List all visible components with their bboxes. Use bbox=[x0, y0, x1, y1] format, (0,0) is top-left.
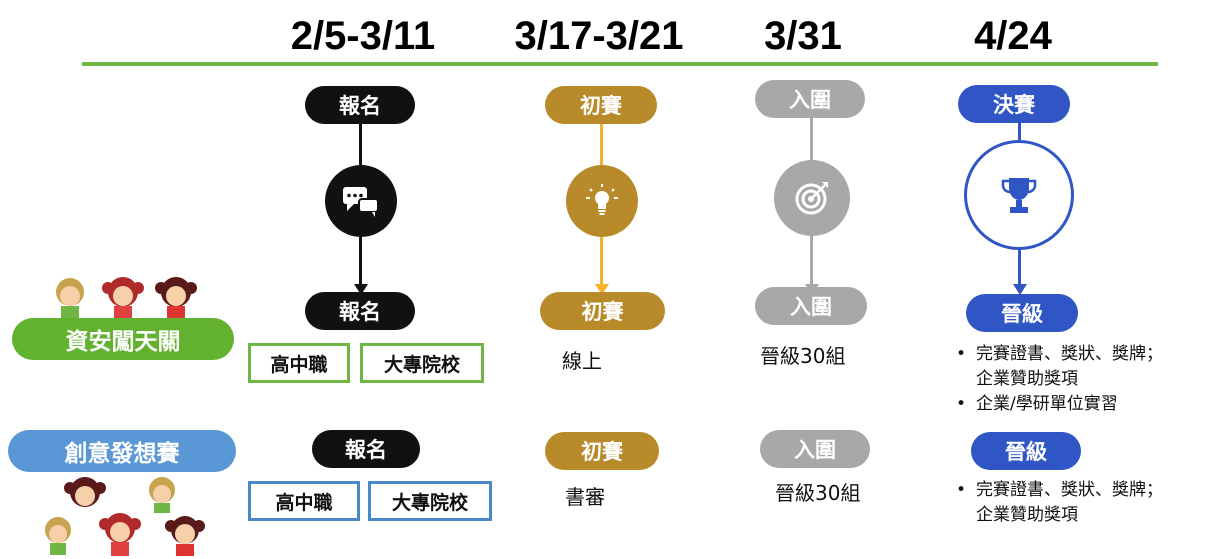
chat-bubbles-icon bbox=[343, 187, 379, 217]
lightbulb-icon bbox=[586, 184, 618, 215]
kids-illustration-security bbox=[56, 277, 197, 318]
final-advance-ideation: 晉級 bbox=[971, 432, 1081, 470]
kid-icon bbox=[155, 277, 197, 318]
prelim-stage-top: 初賽 bbox=[545, 86, 657, 124]
security-reward-1-cont: 企業贊助獎項 bbox=[976, 369, 1078, 389]
date-prelim: 3/17-3/21 bbox=[514, 14, 684, 58]
ideation-rewards-list: 完賽證書、獎狀、獎牌； 企業贊助獎項 bbox=[954, 478, 1163, 528]
kids-illustration-ideation bbox=[45, 477, 205, 556]
final-arrow bbox=[1013, 284, 1027, 295]
ideation-reward-1-text: 完賽證書、獎狀、獎牌； bbox=[976, 480, 1163, 500]
signup-arrow bbox=[354, 284, 368, 295]
date-signup: 2/5-3/11 bbox=[290, 14, 436, 58]
kid-icon bbox=[165, 516, 205, 556]
security-reward-1: 完賽證書、獎狀、獎牌； bbox=[954, 342, 1163, 367]
signup-circle bbox=[325, 165, 397, 237]
security-reward-1-text: 完賽證書、獎狀、獎牌； bbox=[976, 344, 1163, 364]
track-ideation-label: 創意發想賽 bbox=[8, 430, 236, 472]
security-eligibility-university: 大專院校 bbox=[360, 343, 484, 383]
prelim-circle bbox=[566, 165, 638, 237]
track-security-label: 資安闖天關 bbox=[12, 318, 234, 360]
security-shortlist-note: 晉級30組 bbox=[760, 344, 846, 368]
security-reward-2-text: 企業/學研單位實習 bbox=[976, 394, 1118, 414]
trophy-icon bbox=[1001, 178, 1037, 213]
kid-icon bbox=[45, 517, 71, 555]
shortlist-circle bbox=[774, 160, 850, 236]
signup-stage-security: 報名 bbox=[305, 292, 415, 330]
signup-stage-top: 報名 bbox=[305, 86, 415, 124]
security-eligibility-highschool: 高中職 bbox=[248, 343, 350, 383]
date-final: 4/24 bbox=[974, 14, 1052, 58]
ideation-reward-1: 完賽證書、獎狀、獎牌； bbox=[954, 478, 1163, 503]
final-circle bbox=[964, 140, 1074, 250]
security-reward-2: 企業/學研單位實習 bbox=[954, 392, 1163, 417]
shortlist-stage-security: 入圍 bbox=[755, 287, 867, 325]
timeline-rule bbox=[82, 62, 1158, 66]
target-icon bbox=[795, 182, 828, 215]
kid-icon bbox=[99, 513, 141, 556]
prelim-stage-ideation: 初賽 bbox=[545, 432, 659, 470]
kid-icon bbox=[56, 278, 84, 318]
shortlist-stage-ideation: 入圍 bbox=[760, 430, 870, 468]
prelim-stage-security: 初賽 bbox=[540, 292, 665, 330]
signup-stage-ideation: 報名 bbox=[312, 430, 420, 468]
shortlist-stage-top: 入圍 bbox=[755, 80, 865, 118]
kid-icon bbox=[102, 277, 144, 318]
security-rewards-list: 完賽證書、獎狀、獎牌； 企業贊助獎項 企業/學研單位實習 bbox=[954, 342, 1163, 417]
final-advance-security: 晉級 bbox=[966, 294, 1078, 332]
prelim-arrow bbox=[595, 284, 609, 295]
ideation-shortlist-note: 晉級30組 bbox=[775, 481, 861, 505]
date-shortlist: 3/31 bbox=[764, 14, 842, 58]
final-stage-top: 決賽 bbox=[958, 85, 1070, 123]
ideation-prelim-mode: 書審 bbox=[565, 485, 605, 509]
ideation-eligibility-highschool: 高中職 bbox=[248, 481, 360, 521]
kid-icon bbox=[149, 477, 175, 513]
ideation-reward-1-cont: 企業贊助獎項 bbox=[976, 505, 1078, 525]
ideation-eligibility-university: 大專院校 bbox=[368, 481, 492, 521]
kid-icon bbox=[64, 477, 106, 507]
security-prelim-mode: 線上 bbox=[562, 349, 602, 373]
